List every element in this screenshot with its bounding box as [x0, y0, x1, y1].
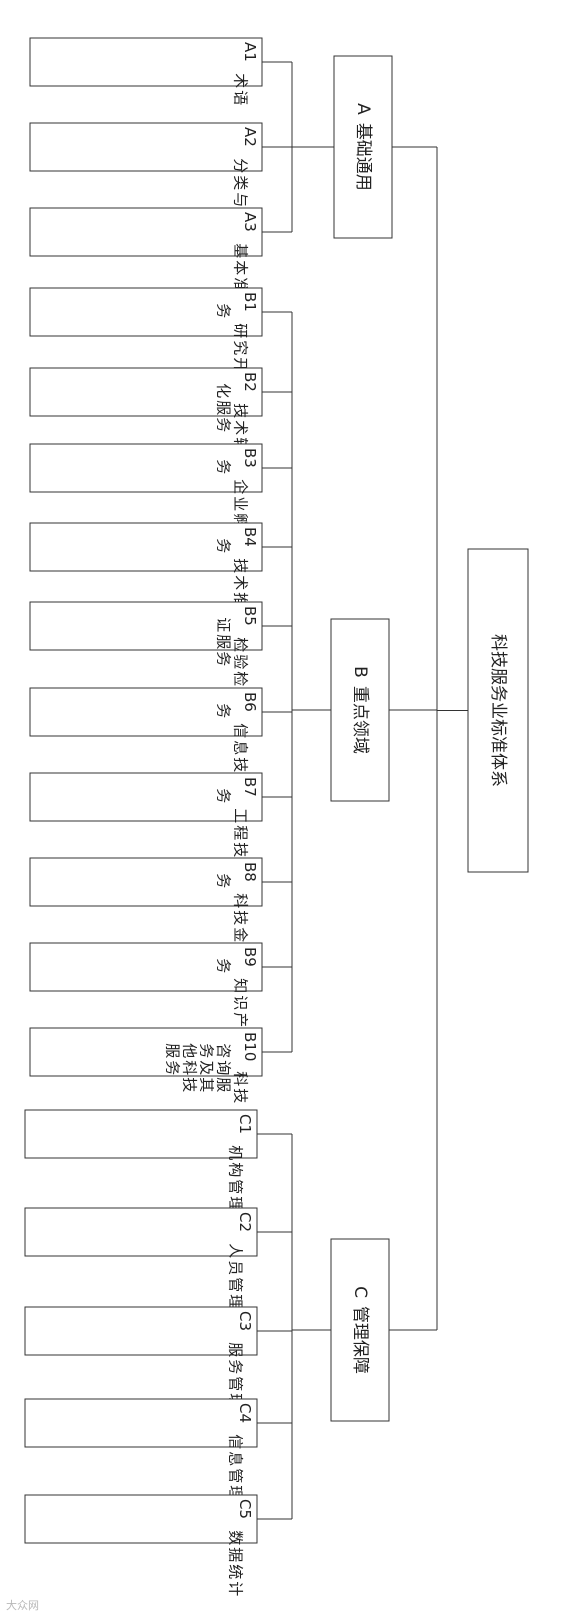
category-label: C 管理保障 [350, 1286, 370, 1374]
item-box-b4 [29, 522, 263, 572]
item-name: 信息管理 [226, 1434, 244, 1500]
root-box [467, 548, 529, 873]
item-code: C5 [236, 1499, 254, 1519]
item-code: C2 [236, 1212, 254, 1232]
item-box-c2 [24, 1207, 258, 1257]
item-name: 数据统计 [226, 1530, 244, 1596]
item-name: 人员管理 [226, 1243, 244, 1309]
item-code: A1 [241, 42, 259, 62]
item-box-a1 [29, 37, 263, 87]
item-code: B1 [241, 292, 259, 312]
category-name: 重点领域 [350, 686, 370, 754]
item-box-b7 [29, 772, 263, 822]
category-box [330, 618, 390, 802]
item-code: A3 [241, 212, 259, 232]
category-name: 基础通用 [353, 123, 373, 191]
item-name: 机构管理 [226, 1145, 244, 1211]
item-code: B6 [241, 692, 259, 712]
item-code: C3 [236, 1311, 254, 1331]
category-code: A [353, 103, 373, 115]
item-box-b8 [29, 857, 263, 907]
item-code: B9 [241, 947, 259, 967]
item-box-c5 [24, 1494, 258, 1544]
item-box-b2 [29, 367, 263, 417]
item-code: C1 [236, 1114, 254, 1134]
item-box-a2 [29, 122, 263, 172]
category-code: C [350, 1286, 370, 1298]
item-box-b9 [29, 942, 263, 992]
item-box-b1 [29, 287, 263, 337]
category-box [333, 55, 393, 239]
item-code: B4 [241, 527, 259, 547]
category-box [330, 1238, 390, 1422]
item-box-b3 [29, 443, 263, 493]
item-code: C4 [236, 1403, 254, 1423]
item-code: B10 [241, 1032, 259, 1061]
item-box-a3 [29, 207, 263, 257]
item-code: B8 [241, 862, 259, 882]
item-box-c3 [24, 1306, 258, 1356]
item-code: B7 [241, 777, 259, 797]
item-code: B3 [241, 448, 259, 468]
item-code: B5 [241, 606, 259, 626]
item-name: 科技咨询服务及其他科技服务 [163, 1043, 249, 1103]
item-box-c1 [24, 1109, 258, 1159]
category-name: 管理保障 [350, 1306, 370, 1374]
category-label: B 重点领域 [350, 666, 370, 754]
item-name: 服务管理 [226, 1342, 244, 1408]
root-title: 科技服务业标准体系 [488, 634, 508, 787]
category-code: B [350, 666, 370, 678]
item-box-b10 [29, 1027, 263, 1077]
item-code: A2 [241, 127, 259, 147]
item-name: 术语 [231, 73, 249, 105]
watermark: 大众网 [6, 1599, 39, 1612]
item-box-b5 [29, 601, 263, 651]
category-label: A 基础通用 [353, 103, 373, 191]
item-box-b6 [29, 687, 263, 737]
item-code: B2 [241, 372, 259, 392]
item-box-c4 [24, 1398, 258, 1448]
